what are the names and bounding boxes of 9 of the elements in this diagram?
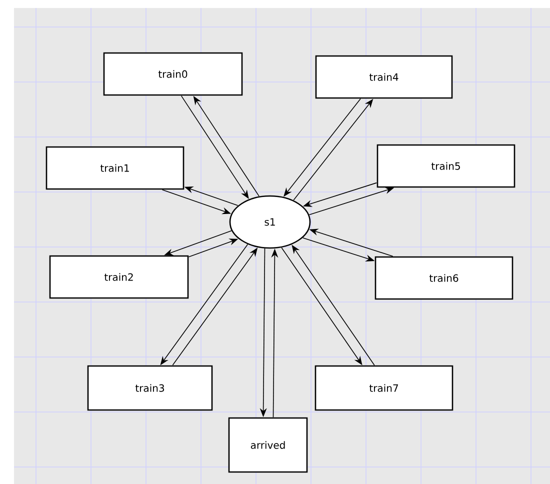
state-box: arrived — [228, 417, 308, 473]
state-box: train3 — [87, 365, 213, 411]
state-box: train2 — [49, 255, 189, 299]
state-box: train6 — [374, 256, 514, 300]
state-box: train4 — [315, 55, 453, 99]
state-box: train5 — [376, 144, 516, 188]
state-box: train0 — [103, 52, 243, 96]
state-box: train7 — [314, 365, 454, 411]
state-box: train1 — [46, 146, 184, 190]
